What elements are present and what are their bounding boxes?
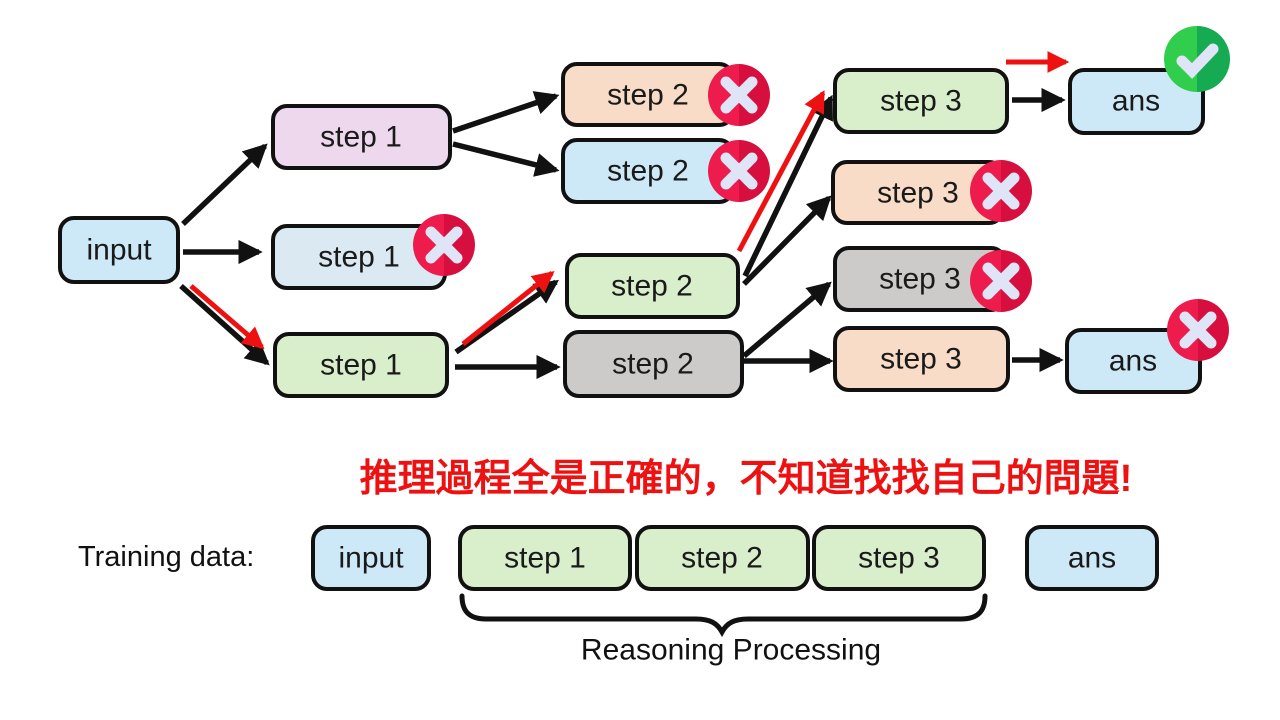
red-edge-step2-step3 (736, 90, 826, 253)
node-step2-green-label: step 2 (611, 270, 693, 303)
edge-step1bottom-step2green (454, 279, 559, 355)
node-step3c-label: step 3 (879, 263, 961, 296)
training-step3-label: step 3 (858, 542, 940, 575)
node-step1-mid-label: step 1 (318, 241, 400, 274)
edge-step1top-step2a (452, 91, 560, 134)
training-input-box (311, 525, 431, 591)
node-step2a-label: step 2 (607, 79, 689, 112)
node-step1-top: step 1 (271, 104, 452, 170)
node-step1-top-box (271, 104, 452, 170)
brace-label: Reasoning Processing (581, 634, 881, 667)
node-ans-wrong-box (1065, 328, 1202, 394)
node-step2-gray-label: step 2 (612, 348, 694, 381)
edge-input-step1-top (181, 143, 268, 226)
node-input: input (58, 216, 180, 284)
training-step1-box (458, 525, 632, 591)
edge-step1top-step2b (452, 141, 560, 177)
check-icon (1164, 26, 1230, 92)
node-step2-crossed-blue: step 2 (561, 138, 735, 204)
node-ans-wrong-label: ans (1109, 345, 1157, 378)
node-step2-green-box (565, 253, 740, 319)
node-step1-bottom-box (273, 332, 449, 398)
training-ans-box (1025, 525, 1159, 591)
tree-edges-black (179, 87, 1066, 380)
node-step2-gray: step 2 (563, 330, 744, 398)
node-step1-bottom: step 1 (273, 332, 449, 398)
node-ans-wrong: ans (1065, 328, 1202, 394)
red-edge-step1-step2 (461, 270, 555, 346)
cross-icon (1167, 299, 1229, 361)
training-row: Training data: input step 1 step 2 step … (78, 525, 1159, 667)
training-step1-label: step 1 (504, 542, 586, 575)
node-step3-orange-box (833, 326, 1010, 392)
node-step2-crossed-orange: step 2 (561, 62, 735, 127)
cross-icon (970, 160, 1032, 222)
training-ans-label: ans (1068, 542, 1116, 575)
cross-icon (708, 64, 770, 126)
edge-step2green-step3green (742, 94, 834, 278)
node-step1-top-label: step 1 (320, 121, 402, 154)
training-item-step3: step 3 (812, 525, 986, 591)
cross-icon (708, 140, 770, 202)
training-step3-box (812, 525, 986, 591)
node-step1-bottom-label: step 1 (320, 349, 402, 382)
node-ans-correct-box (1068, 68, 1205, 135)
training-step2-box (635, 525, 810, 591)
training-item-ans: ans (1025, 525, 1159, 591)
node-ans-correct: ans (1068, 68, 1205, 135)
node-step1-mid: step 1 (271, 224, 447, 290)
training-item-step1: step 1 (458, 525, 632, 591)
edge-input-step1-bottom (179, 283, 270, 366)
node-step3-green-label: step 3 (880, 85, 962, 118)
training-input-label: input (338, 542, 404, 575)
node-step2-green: step 2 (565, 253, 740, 319)
edge-step2gray-step3c (742, 281, 832, 359)
cross-icon (970, 250, 1032, 312)
edge-step2green-step3b (742, 195, 832, 286)
caption-text: 推理過程全是正確的，不知道找找自己的問題! (360, 457, 1133, 500)
node-ans-correct-label: ans (1112, 85, 1160, 118)
node-step3-green-box (833, 68, 1009, 134)
red-edge-input-step1-bottom (189, 284, 265, 350)
node-step2-gray-box (563, 330, 744, 398)
node-step2b-label: step 2 (607, 155, 689, 188)
node-step3-crossed-gray: step 3 (833, 246, 1007, 312)
node-input-label: input (86, 234, 152, 267)
node-step3-orange-label: step 3 (880, 343, 962, 376)
training-item-step2: step 2 (635, 525, 810, 591)
cross-icon (413, 214, 475, 276)
tree-edges-red (189, 50, 1070, 350)
training-data-label: Training data: (78, 541, 254, 573)
training-item-input: input (311, 525, 431, 591)
node-step3b-label: step 3 (877, 177, 959, 210)
node-step3-orange: step 3 (833, 326, 1010, 392)
node-step3-green: step 3 (833, 68, 1009, 134)
brace (459, 593, 988, 638)
node-input-box (58, 216, 180, 284)
training-step2-label: step 2 (681, 542, 763, 575)
